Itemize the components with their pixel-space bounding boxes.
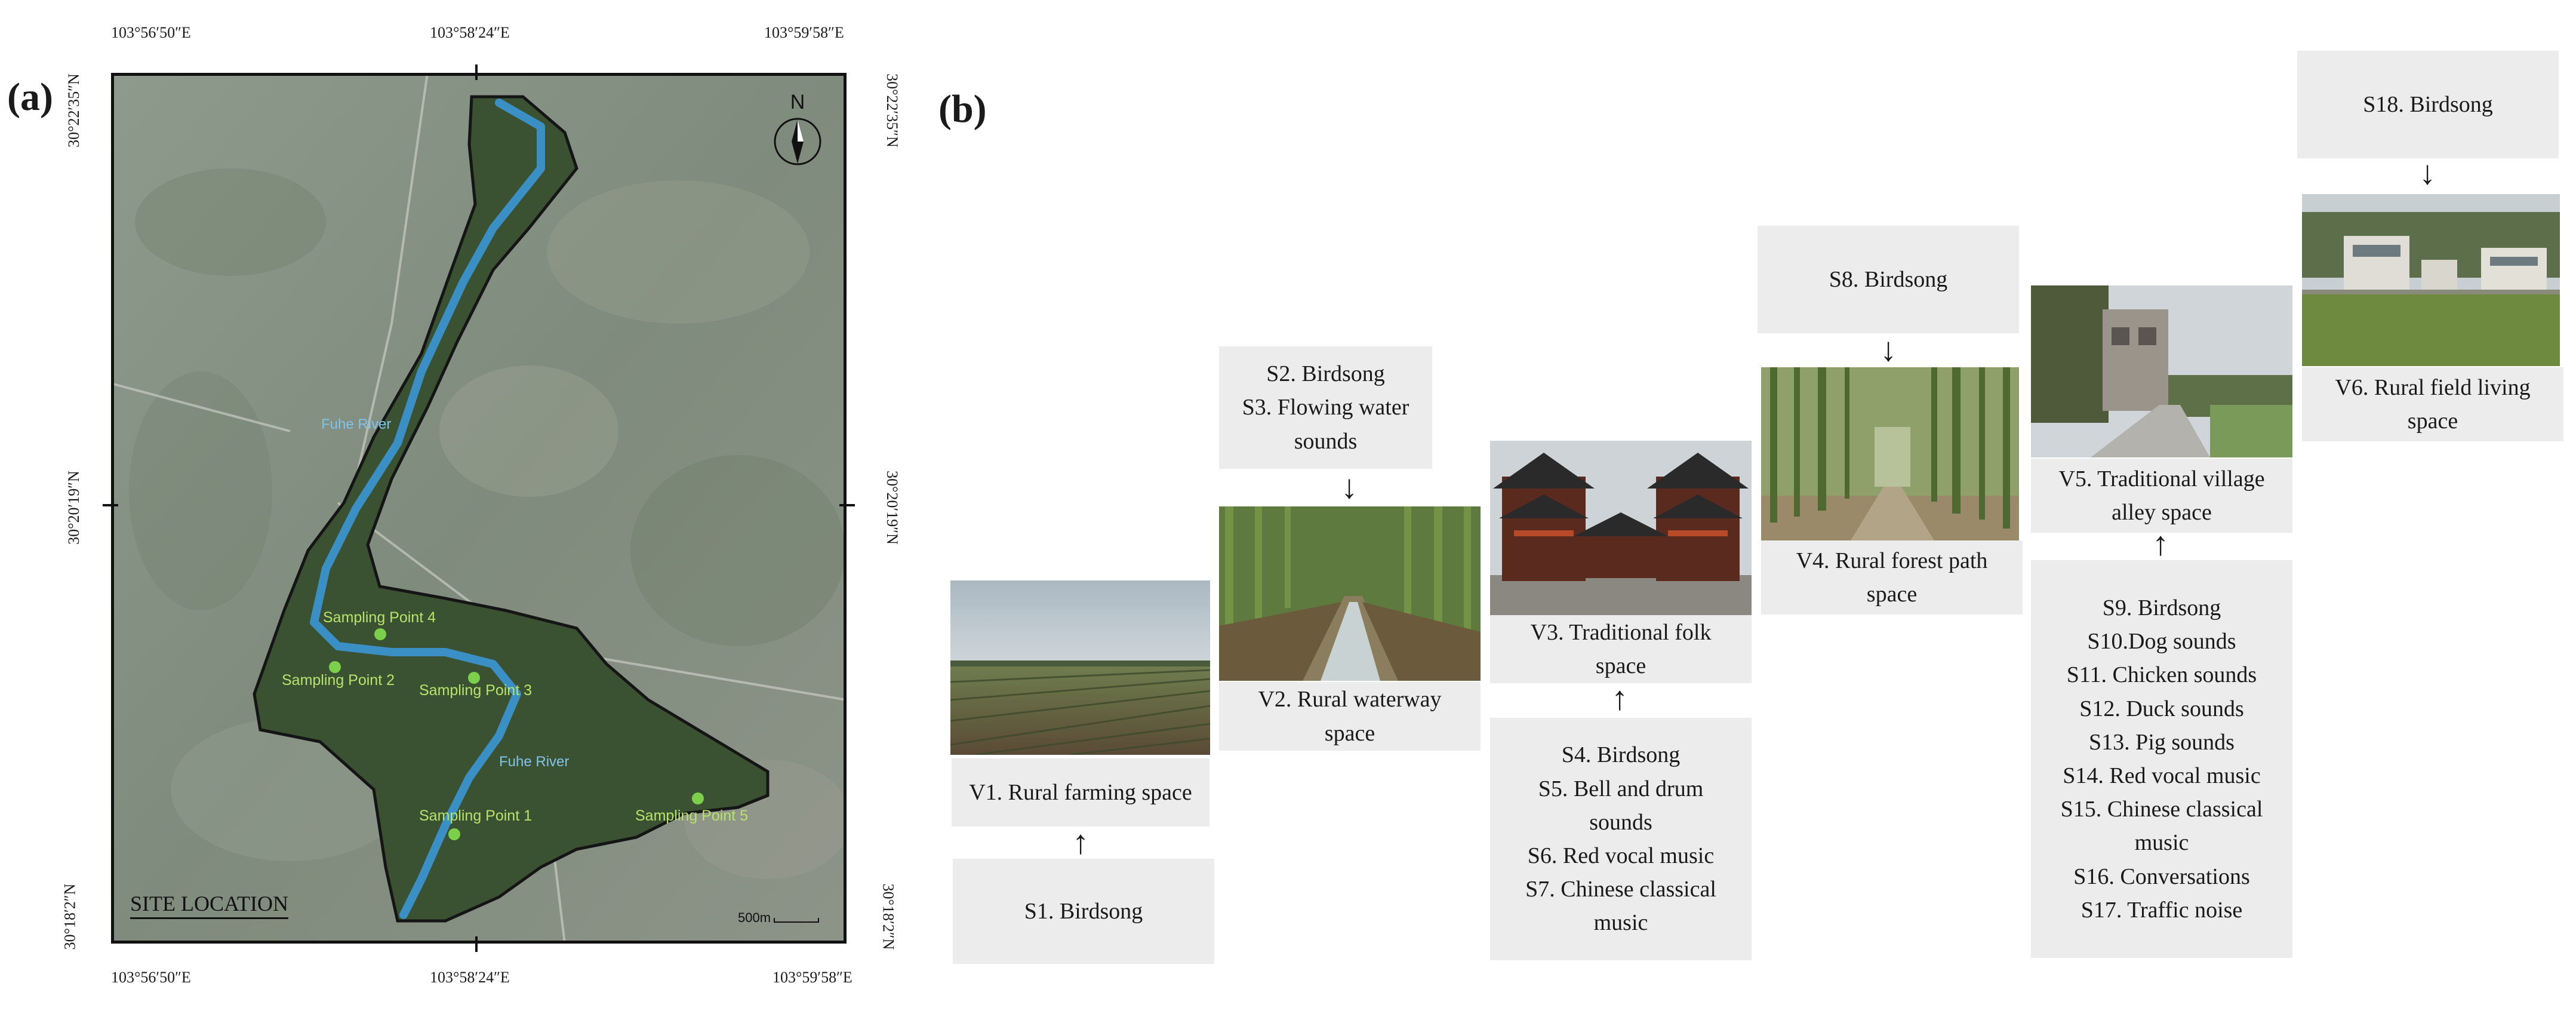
waterway-photo: [1219, 506, 1481, 681]
sampling-point-3-marker: [468, 672, 480, 684]
village-alley-photo: [2031, 285, 2292, 457]
map-border: [111, 73, 847, 944]
sampling-point-4-label: Sampling Point 4: [323, 609, 436, 626]
sound-s16: S16. Conversations: [2073, 864, 2250, 889]
river: [310, 99, 545, 919]
sound-s12: S12. Duck sounds: [2079, 696, 2244, 721]
river-label-north: Fuhe River: [321, 416, 392, 432]
sound-s5: S5. Bell and drum sounds: [1538, 776, 1704, 835]
sound-s7: S7. Chinese classical music: [1525, 877, 1716, 936]
panel-a-label: (a): [7, 75, 53, 119]
arrow-up-icon: ↑: [1611, 680, 1628, 717]
lon-top-right: 103°59′58″E: [764, 24, 844, 41]
sampling-point-2-label: Sampling Point 2: [282, 672, 395, 689]
sound-group-6: S18. Birdsong: [2297, 51, 2559, 158]
sound-s10: S10.Dog sounds: [2087, 629, 2236, 655]
site-location-title: SITE LOCATION: [130, 891, 288, 919]
lon-bottom-right: 103°59′58″E: [773, 969, 852, 986]
lon-bottom-left: 103°56′50″E: [111, 969, 191, 986]
arrow-up-icon: ↑: [1072, 824, 1089, 861]
lat-right-mid: 30°20′19″N: [883, 471, 901, 545]
visual-space-v3: V3. Traditional folk space: [1490, 615, 1752, 683]
sampling-point-5-marker: [692, 792, 704, 804]
lat-right-top: 30°22′35″N: [883, 73, 901, 148]
sound-s18: S18. Birdsong: [2363, 91, 2493, 117]
farm-field-photo: [950, 580, 1210, 755]
visual-space-v6: V6. Rural field living space: [2302, 367, 2563, 441]
visual-space-v6-label: V6. Rural field living space: [2335, 374, 2531, 434]
visual-space-v2-label: V2. Rural waterway space: [1258, 687, 1442, 746]
arrow-down-icon: ↓: [1880, 331, 1897, 368]
lon-top-mid: 103°58′24″E: [430, 24, 510, 41]
sound-group-4: S8. Birdsong: [1758, 226, 2019, 333]
visual-space-v5-label: V5. Traditional village alley space: [2058, 466, 2265, 525]
bamboo-forest-photo: [1761, 367, 2019, 540]
sampling-point-1-label: Sampling Point 1: [419, 807, 533, 824]
visual-space-v4: V4. Rural forest path space: [1761, 540, 2023, 615]
sound-group-1: S1. Birdsong: [953, 859, 1214, 964]
lat-left-top: 30°22′35″N: [64, 73, 82, 148]
lat-right-bottom: 30°18′2″N: [879, 883, 897, 950]
arrow-up-icon: ↑: [2152, 526, 2169, 563]
lat-left-mid: 30°20′19″N: [64, 471, 82, 545]
panel-b-label: (b): [938, 87, 987, 131]
pavilion-photo: [1490, 441, 1752, 615]
arrow-down-icon: ↓: [1341, 469, 1358, 506]
lon-bottom-mid: 103°58′24″E: [430, 969, 510, 986]
scale-text: 500m: [738, 910, 771, 925]
visual-space-v3-label: V3. Traditional folk space: [1530, 619, 1712, 678]
sound-group-3: S4. Birdsong S5. Bell and drum sounds S6…: [1490, 718, 1752, 960]
sound-s13: S13. Pig sounds: [2089, 729, 2235, 755]
north-arrow-icon: N: [771, 91, 824, 168]
sampling-point-1-marker: [448, 828, 460, 840]
sound-s15: S15. Chinese classical music: [2060, 797, 2263, 856]
scale-bar: [774, 918, 819, 923]
visual-space-v1-label: V1. Rural farming space: [969, 779, 1192, 805]
visual-space-v1: V1. Rural farming space: [952, 758, 1209, 827]
sound-s9: S9. Birdsong: [2102, 595, 2221, 620]
visual-space-v4-label: V4. Rural forest path space: [1796, 548, 1988, 607]
sound-s6: S6. Red vocal music: [1527, 843, 1715, 868]
sound-s2: S2. Birdsong: [1266, 361, 1385, 387]
sound-s14: S14. Red vocal music: [2063, 763, 2261, 788]
field-houses-photo: [2302, 194, 2560, 366]
visual-space-v5: V5. Traditional village alley space: [2031, 459, 2292, 533]
study-area: [253, 95, 770, 923]
sound-s3: S3. Flowing water sounds: [1242, 395, 1409, 454]
visual-space-v2: V2. Rural waterway space: [1219, 682, 1481, 751]
sound-s11: S11. Chicken sounds: [2066, 662, 2257, 688]
sampling-point-5-label: Sampling Point 5: [635, 807, 749, 824]
lat-left-bottom: 30°18′2″N: [61, 883, 79, 950]
north-label: N: [790, 91, 805, 113]
sound-group-2: S2. Birdsong S3. Flowing water sounds: [1219, 346, 1432, 469]
sound-s17: S17. Traffic noise: [2081, 897, 2243, 923]
satellite-map: [111, 73, 847, 944]
lon-top-left: 103°56′50″E: [111, 24, 191, 41]
sound-s4: S4. Birdsong: [1561, 742, 1681, 768]
river-label-south: Fuhe River: [499, 754, 570, 770]
sampling-point-3-label: Sampling Point 3: [419, 682, 533, 699]
sound-s8: S8. Birdsong: [1829, 266, 1948, 292]
sampling-point-2-marker: [329, 661, 341, 673]
sampling-point-4-marker: [374, 628, 386, 640]
arrow-down-icon: ↓: [2419, 155, 2436, 192]
sound-s1: S1. Birdsong: [1024, 898, 1143, 924]
sound-group-5: S9. Birdsong S10.Dog sounds S11. Chicken…: [2031, 560, 2292, 958]
map-frame: N Fuhe River Fuhe River Sampling Point 4…: [103, 64, 855, 952]
